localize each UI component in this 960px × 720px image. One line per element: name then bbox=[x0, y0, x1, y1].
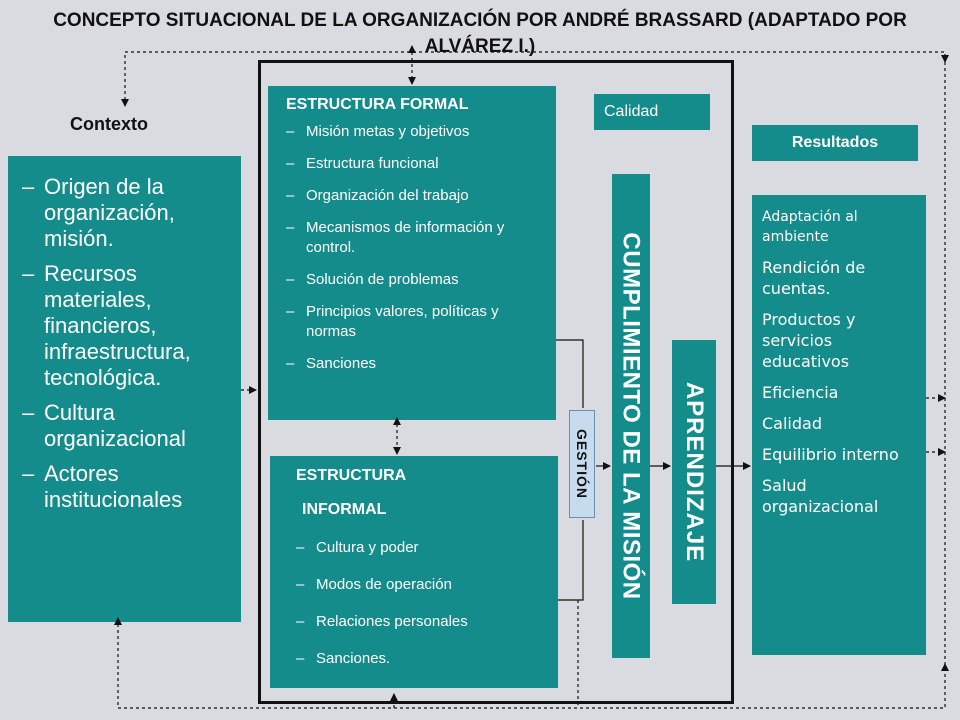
informal-to-gestion-line bbox=[558, 520, 584, 601]
estructura-informal-title: ESTRUCTURA INFORMAL bbox=[296, 466, 550, 520]
contexto-item: Actores institucionales bbox=[20, 461, 231, 513]
resultados-box: Adaptación al ambiente Rendición de cuen… bbox=[752, 195, 926, 655]
estructura-informal-title-line1: ESTRUCTURA bbox=[296, 467, 407, 484]
informal-item: Cultura y poder bbox=[296, 538, 550, 558]
result-item: Eficiencia bbox=[762, 383, 839, 402]
result-item: Productos y servicios educativos bbox=[762, 310, 856, 371]
bottom-loop-line bbox=[114, 617, 949, 709]
result-item: Salud organizacional bbox=[762, 476, 879, 516]
top-loop-line bbox=[121, 51, 949, 107]
contexto-item: Recursos materiales, financieros, infrae… bbox=[20, 261, 231, 391]
estructura-informal-title-line2: INFORMAL bbox=[302, 501, 387, 518]
formal-item: Organización del trabajo bbox=[286, 186, 548, 206]
cumplimiento-mision-box: CUMPLIMIENTO DE LA MISIÓN bbox=[612, 174, 650, 658]
result-item: Equilibrio interno bbox=[762, 445, 899, 464]
aprendizaje-box: APRENDIZAJE bbox=[672, 340, 716, 604]
formal-item: Sanciones bbox=[286, 354, 548, 374]
result-item: Rendición de cuentas. bbox=[762, 258, 866, 298]
formal-item: Misión metas y objetivos bbox=[286, 122, 548, 142]
contexto-item: Cultura organizacional bbox=[20, 400, 231, 452]
diagram-title: CONCEPTO SITUACIONAL DE LA ORGANIZACIÓN … bbox=[53, 10, 907, 57]
formal-item: Mecanismos de información y control. bbox=[286, 218, 548, 258]
formal-item: Solución de problemas bbox=[286, 270, 548, 290]
formal-item: Principios valores, políticas y normas bbox=[286, 302, 548, 342]
gestion-box: GESTIÓN bbox=[569, 410, 595, 518]
result-item: Adaptación al ambiente bbox=[762, 209, 858, 245]
contexto-label: Contexto bbox=[70, 114, 148, 134]
result-item: Calidad bbox=[762, 414, 822, 433]
estructura-formal-box: ESTRUCTURA FORMAL Misión metas y objetiv… bbox=[268, 86, 556, 420]
resultados-tag: Resultados bbox=[752, 125, 918, 161]
contexto-box: Origen de la organización, misión. Recur… bbox=[8, 156, 241, 622]
formal-item: Estructura funcional bbox=[286, 154, 548, 174]
contexto-item: Origen de la organización, misión. bbox=[20, 174, 231, 252]
informal-item: Modos de operación bbox=[296, 575, 550, 595]
formal-to-gestion-line bbox=[556, 339, 584, 408]
